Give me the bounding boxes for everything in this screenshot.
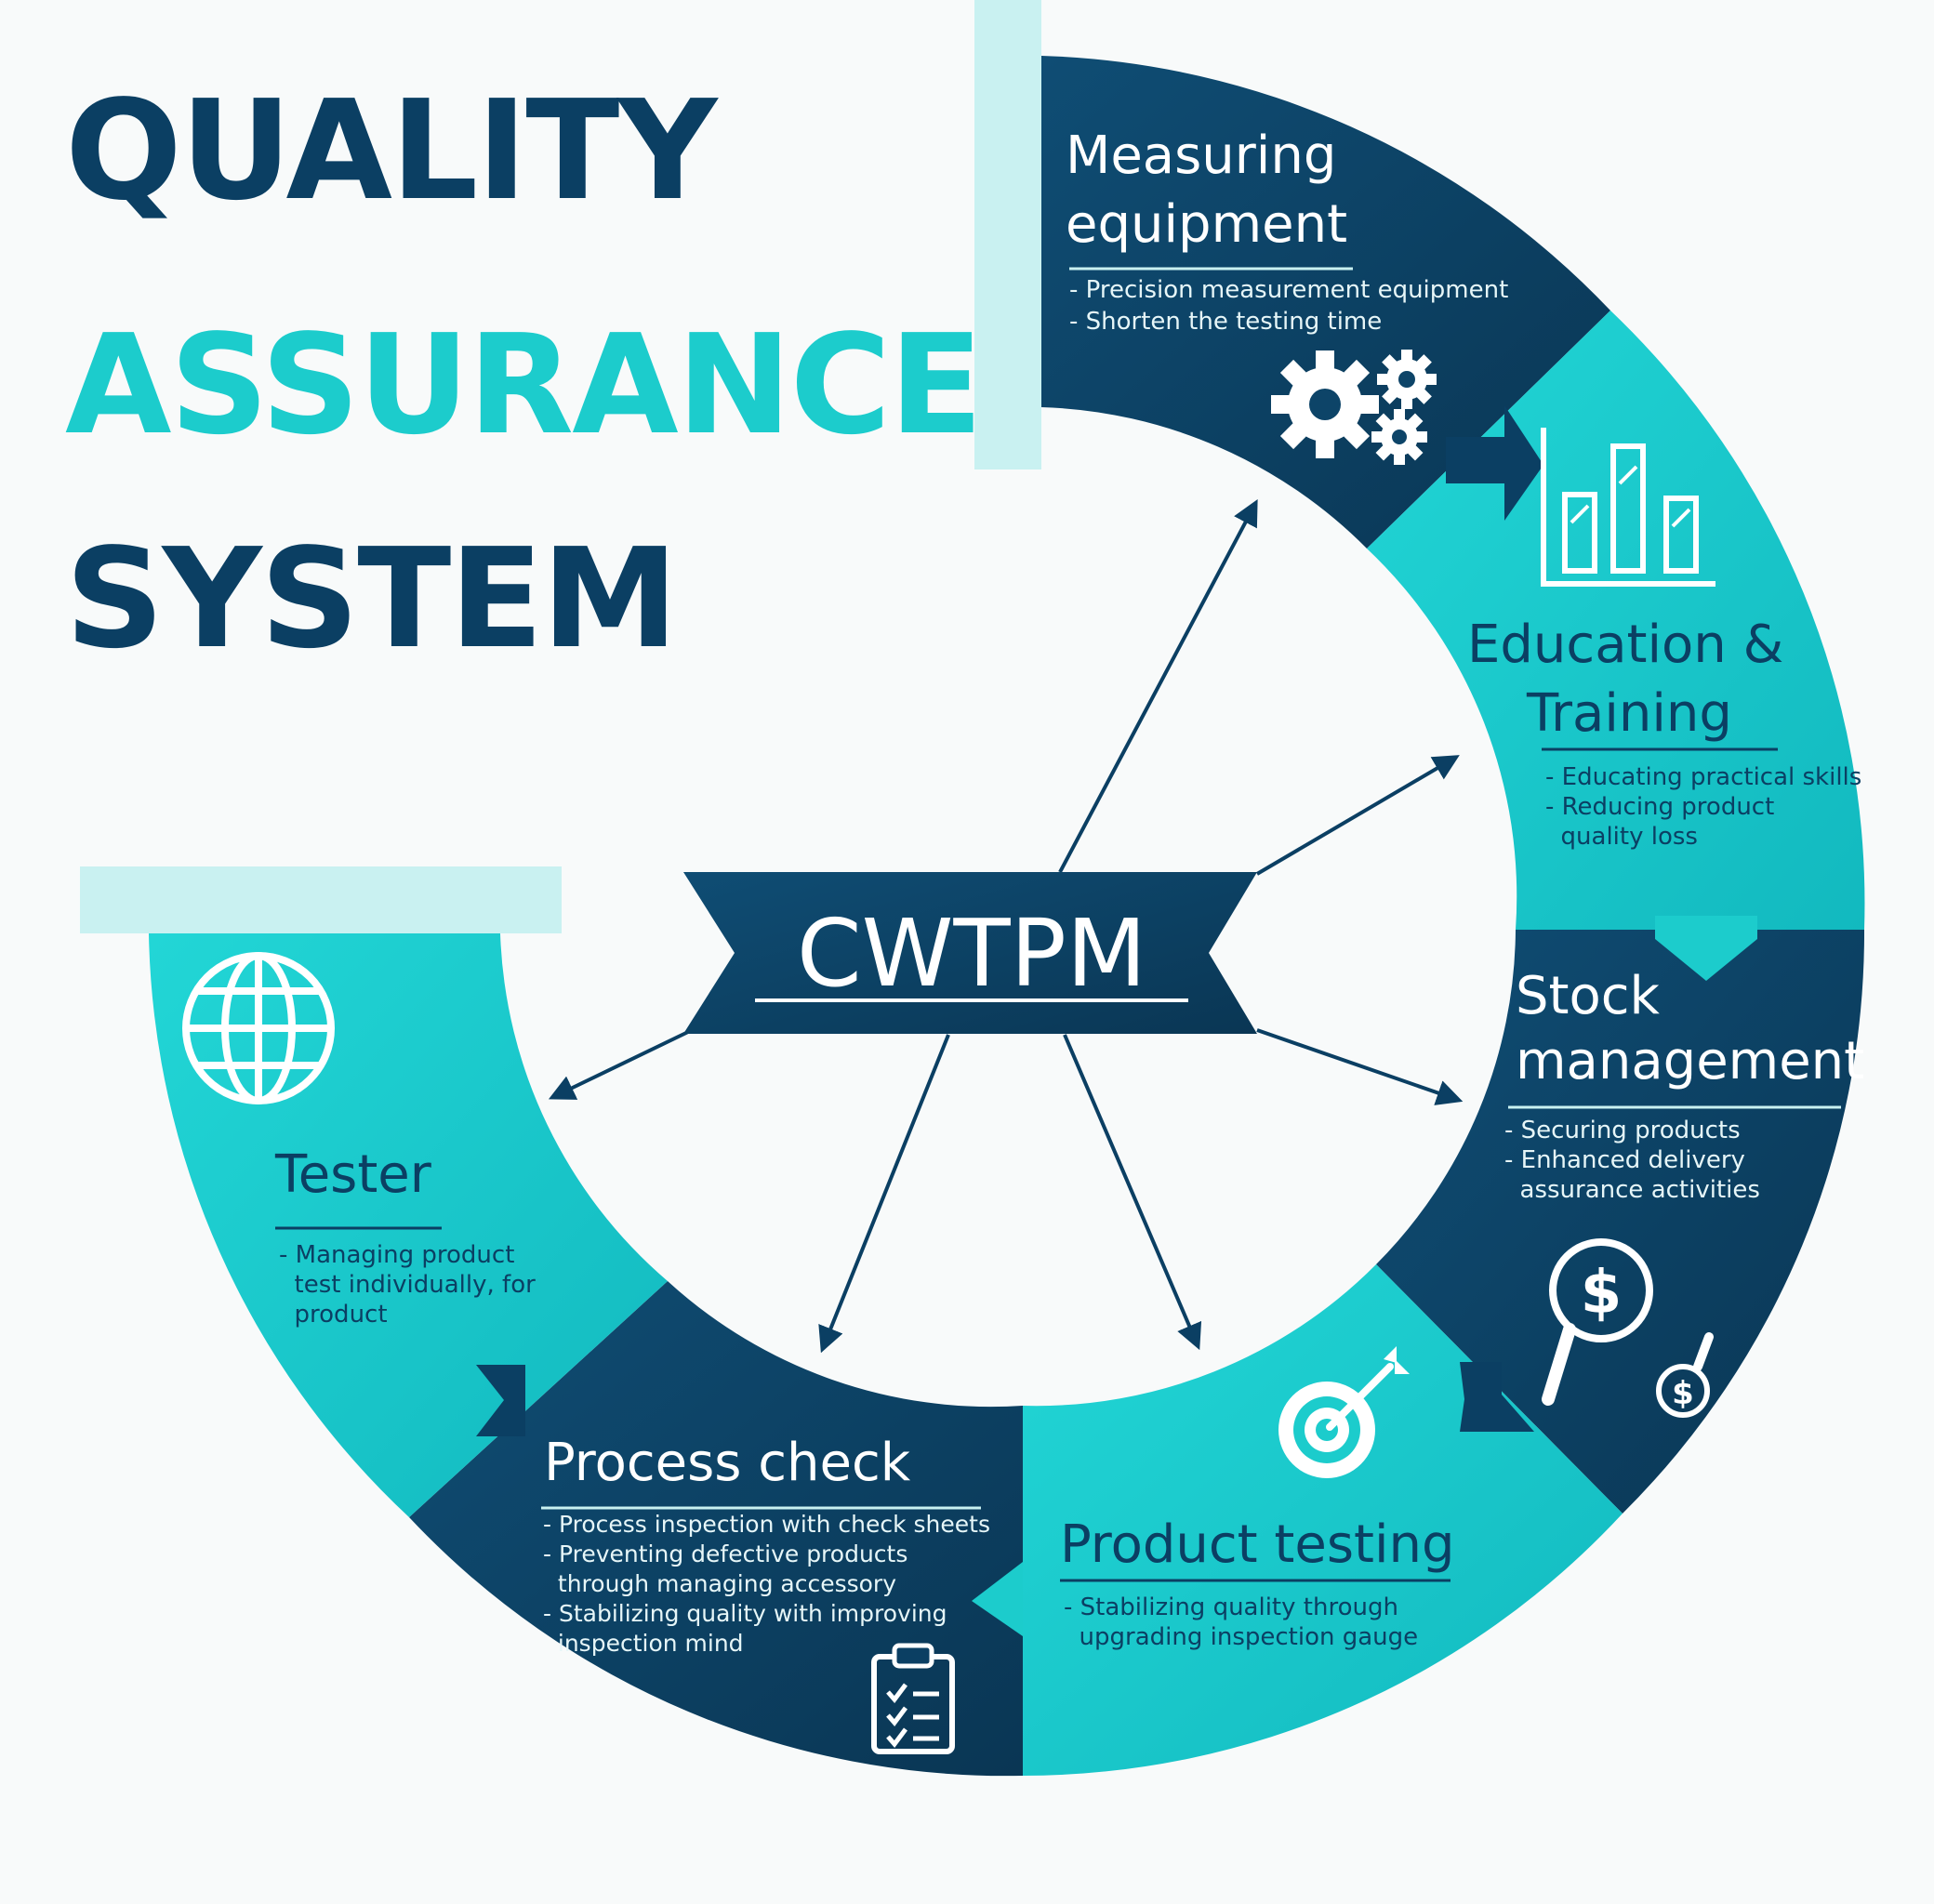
- stock-bullet-2: - Enhanced delivery: [1504, 1146, 1745, 1174]
- process-check-bullet-5: inspection mind: [543, 1630, 744, 1657]
- section-education-training: Education & Training - Educating practic…: [1467, 615, 1861, 851]
- product-testing-title: Product testing: [1060, 1514, 1455, 1575]
- process-check-bullet-2: - Preventing defective products: [543, 1540, 907, 1567]
- arrow-to-stock: [1256, 1028, 1464, 1105]
- arrow-to-education: [1255, 755, 1460, 876]
- section-product-testing: Product testing - Stabilizing quality th…: [1060, 1514, 1455, 1651]
- center-banner: CWTPM: [683, 872, 1257, 1034]
- process-check-bullet-3: through managing accessory: [543, 1570, 896, 1597]
- stock-title-line2: management: [1516, 1031, 1864, 1091]
- education-title-line2: Training: [1526, 683, 1732, 744]
- section-process-check: Process check - Process inspection with …: [541, 1433, 990, 1657]
- magnifier-dollar-icon: $ $: [1542, 1238, 1714, 1418]
- title-line-quality: QUALITY: [65, 71, 717, 231]
- education-title-line1: Education &: [1467, 615, 1783, 675]
- education-bullet-2: - Reducing product: [1545, 793, 1774, 821]
- arrow-to-process-check: [818, 1034, 950, 1354]
- title-line-system: SYSTEM: [65, 519, 679, 679]
- bar-chart-icon: [1541, 428, 1715, 587]
- title-line-assurance: ASSURANCE: [65, 305, 983, 465]
- tester-title: Tester: [274, 1144, 432, 1205]
- tester-bullet-3: product: [279, 1301, 388, 1329]
- segment-process-check: [409, 1281, 1023, 1777]
- clipboard-checklist-icon: [871, 1643, 955, 1754]
- svg-text:$: $: [1581, 1259, 1623, 1328]
- measuring-title-line1: Measuring: [1066, 126, 1336, 186]
- process-check-bullet-1: - Process inspection with check sheets: [543, 1511, 990, 1538]
- arrow-to-measuring: [1058, 499, 1258, 873]
- arrow-to-product-testing: [1063, 1034, 1202, 1351]
- product-testing-bullet-2: upgrading inspection gauge: [1064, 1623, 1418, 1651]
- stock-bullet-3: assurance activities: [1504, 1176, 1760, 1204]
- svg-text:$: $: [1672, 1375, 1694, 1412]
- arrow-to-tester: [548, 1030, 689, 1100]
- connector-stock-to-product: [1460, 1362, 1534, 1432]
- process-check-title: Process check: [544, 1433, 911, 1493]
- section-tester: Tester - Managing product test individua…: [274, 1144, 536, 1329]
- process-check-bullet-4: - Stabilizing quality with improving: [543, 1600, 947, 1627]
- education-bullet-3: quality loss: [1545, 823, 1698, 851]
- top-accent-bar: [974, 0, 1041, 469]
- left-accent-bar: [80, 866, 562, 933]
- measuring-bullet-2: - Shorten the testing time: [1069, 308, 1382, 336]
- center-arrows: [548, 499, 1464, 1354]
- section-stock-management: Stock management - Securing products - E…: [1504, 966, 1864, 1204]
- stock-bullet-1: - Securing products: [1504, 1117, 1741, 1144]
- connector-process-to-tester: [476, 1365, 525, 1436]
- tester-bullet-1: - Managing product: [279, 1241, 514, 1269]
- product-testing-bullet-1: - Stabilizing quality through: [1064, 1593, 1398, 1621]
- target-icon: [1278, 1346, 1410, 1478]
- center-banner-shape: [683, 872, 1257, 1034]
- tester-bullet-2: test individually, for: [279, 1271, 536, 1299]
- connector-education-to-stock: [1655, 916, 1757, 981]
- globe-icon: [182, 952, 335, 1104]
- center-label: CWTPM: [797, 899, 1146, 1008]
- measuring-title-line2: equipment: [1066, 194, 1347, 255]
- connector-product-to-process: [972, 1562, 1023, 1636]
- segment-connectors: [476, 405, 1757, 1636]
- segment-measuring-equipment: [1041, 56, 1610, 549]
- stock-title-line1: Stock: [1516, 966, 1661, 1026]
- measuring-bullet-1: - Precision measurement equipment: [1069, 276, 1508, 304]
- section-measuring-equipment: Measuring equipment - Precision measurem…: [1066, 126, 1508, 336]
- connector-measuring-to-education: [1446, 405, 1543, 521]
- education-bullet-1: - Educating practical skills: [1545, 763, 1861, 791]
